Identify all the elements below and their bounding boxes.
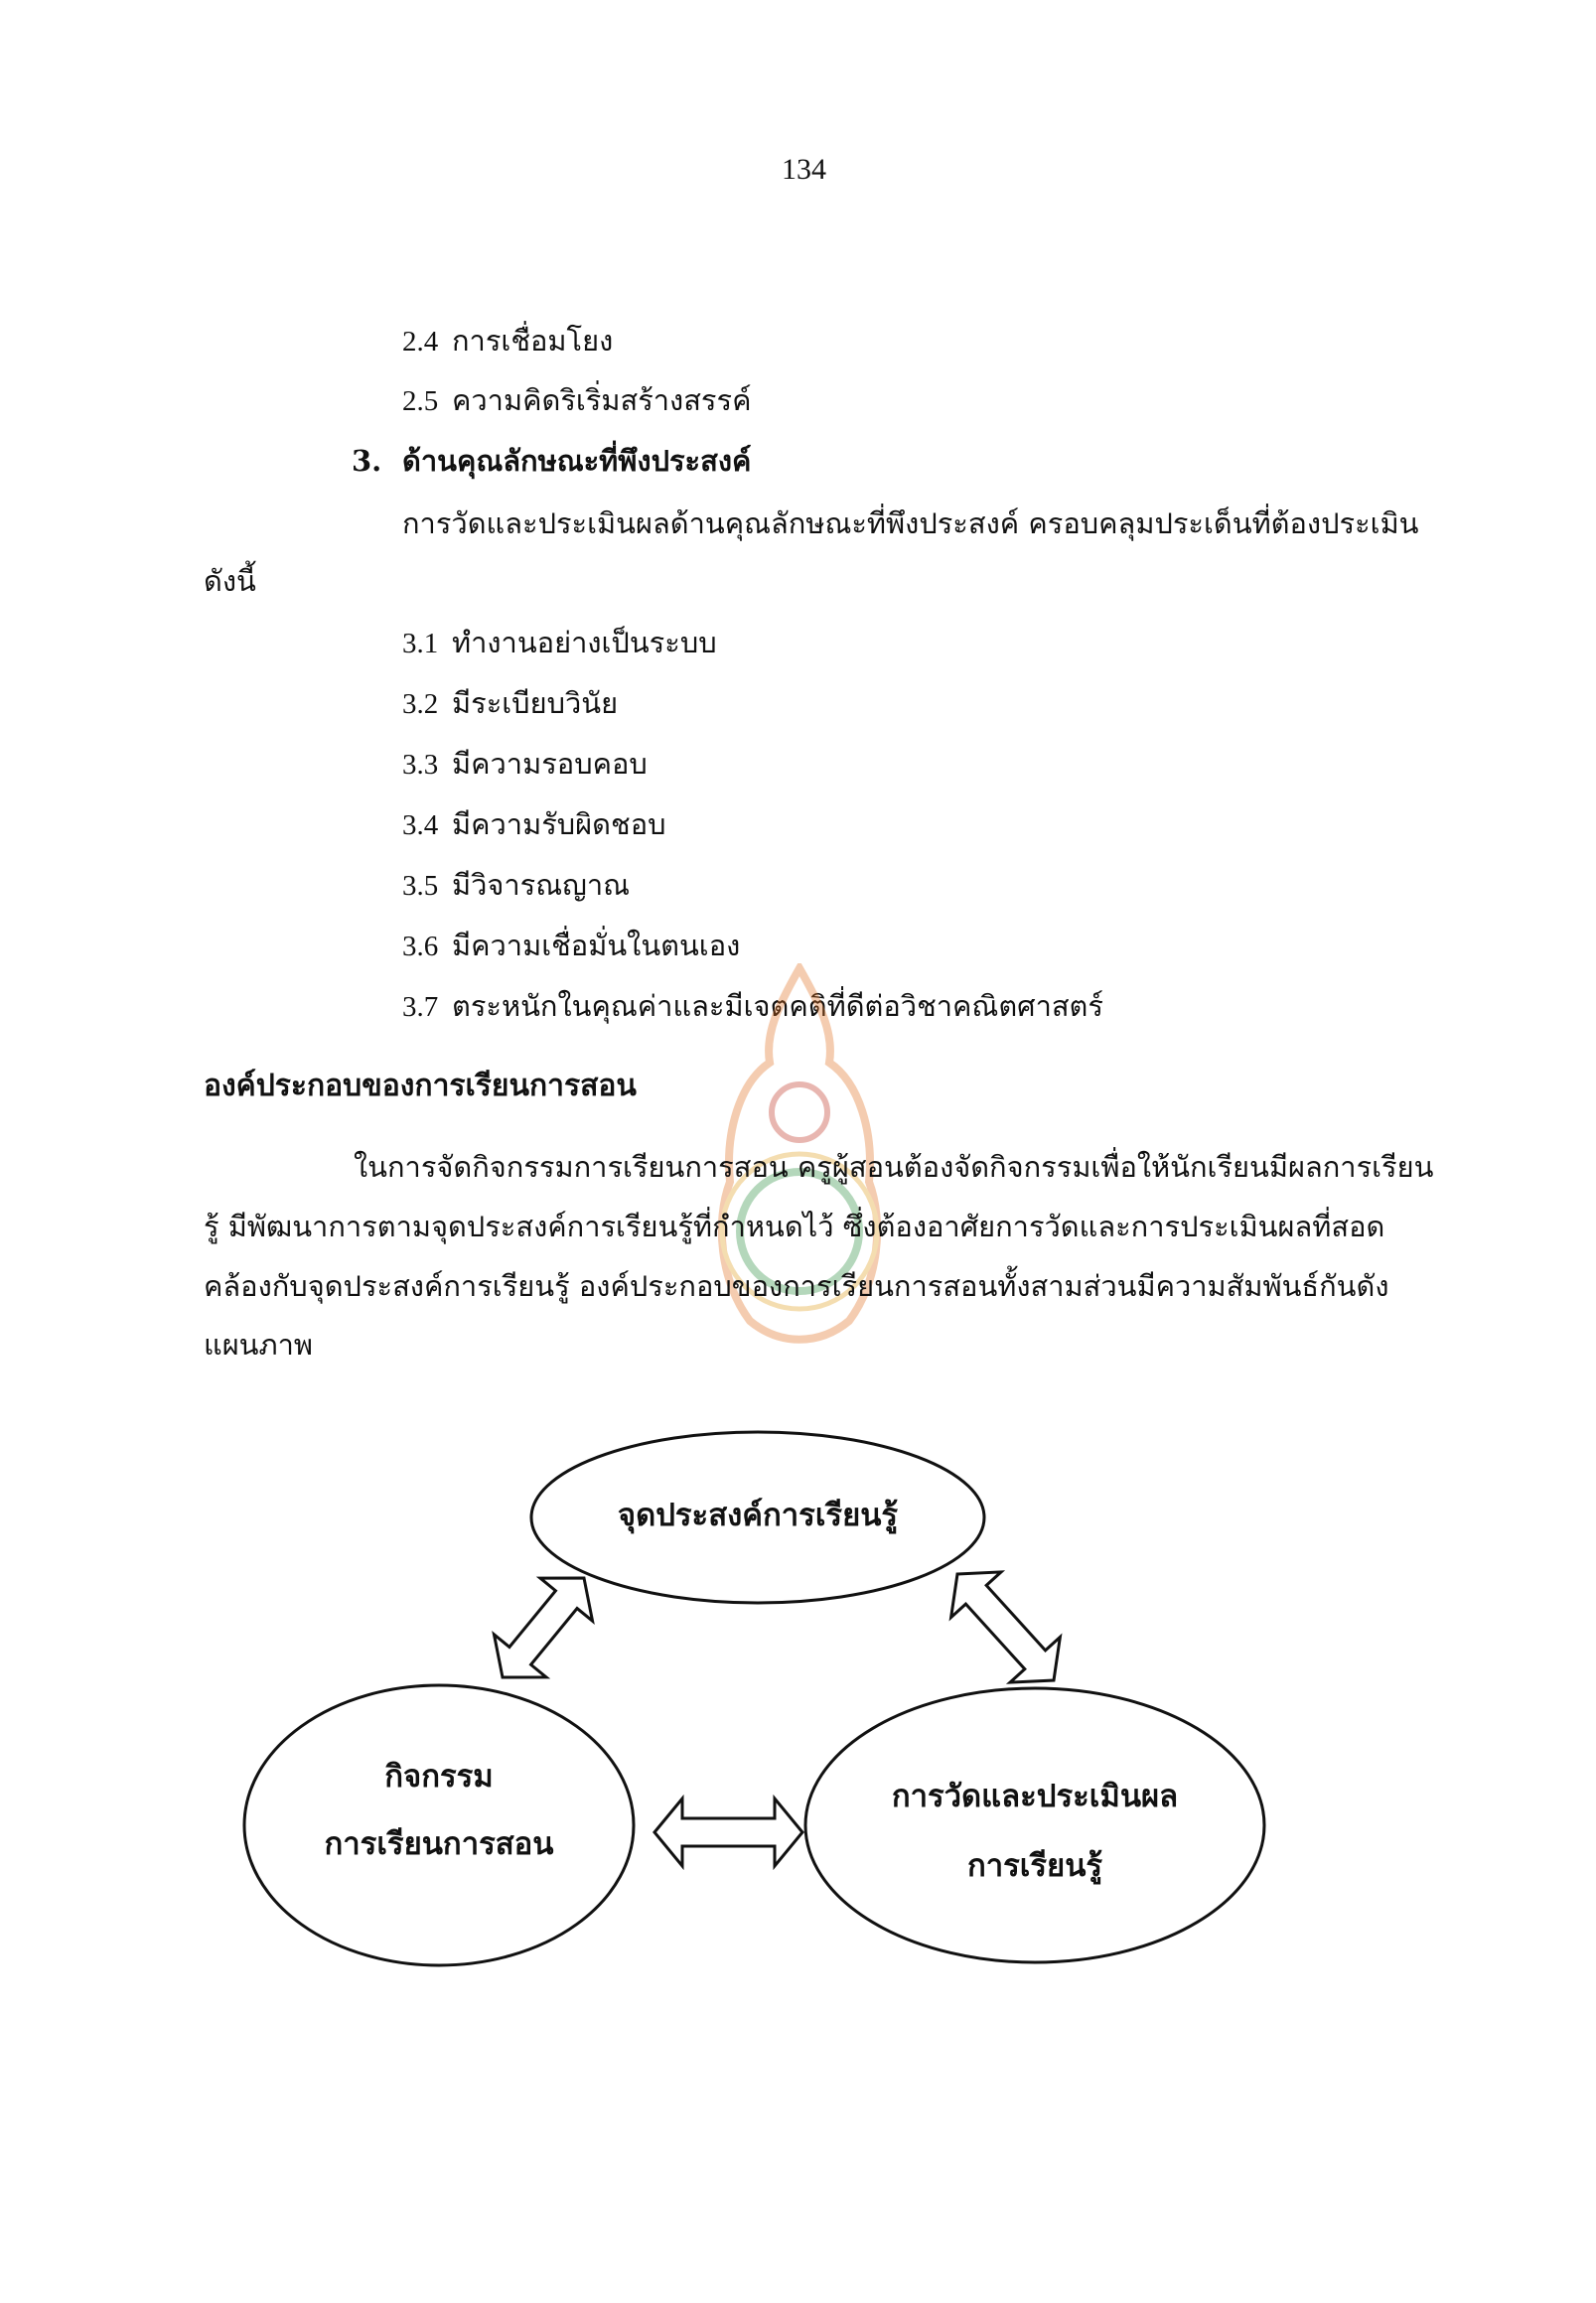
item-number: 2.4: [402, 326, 439, 358]
activities-label-line1: กิจกรรม: [384, 1759, 494, 1795]
list-item: 3.5 มีวิจารณญาณ: [402, 867, 630, 904]
watermark-seal: [717, 963, 882, 1344]
item-text: ทำงานอย่างเป็นระบบ: [452, 626, 717, 659]
item-number: 3.1: [402, 628, 439, 659]
item-number: 2.5: [402, 385, 439, 417]
item-number: 3.6: [402, 931, 439, 962]
objectives-label: จุดประสงค์การเรียนรู้: [617, 1498, 899, 1533]
assessment-label-line1: การวัดและประเมินผล: [891, 1779, 1179, 1814]
paragraph-line: แผนภาพ: [204, 1328, 314, 1362]
list-item: 3.4 มีความรับผิดชอบ: [402, 806, 666, 843]
list-item: 3.6 มีความเชื่อมั่นในตนเอง: [402, 928, 740, 964]
section-number: 3.: [352, 444, 382, 478]
intro-line: การวัดและประเมินผลด้านคุณลักษณะที่พึงประ…: [402, 506, 1419, 540]
item-text: มีวิจารณญาณ: [452, 868, 631, 902]
list-item: 2.4 การเชื่อมโยง: [402, 323, 613, 360]
assessment-ellipse: [803, 1686, 1266, 1964]
list-item: 3.2 มีระเบียบวินัย: [402, 685, 618, 722]
list-item: 3.7 ตระหนักในคุณค่าและมีเจตคติที่ดีต่อวิช…: [402, 988, 1103, 1025]
item-text: มีความเชื่อมั่นในตนเอง: [452, 929, 741, 962]
paragraph-line: คล้องกับจุดประสงค์การเรียนรู้ องค์ประกอบ…: [204, 1269, 1389, 1303]
page-number: 134: [782, 153, 826, 186]
list-item: 3.1 ทำงานอย่างเป็นระบบ: [402, 625, 717, 661]
activities-label-line2: การเรียนการสอน: [324, 1826, 554, 1862]
arrow-activities-objectives-icon: [492, 1576, 595, 1679]
item-number: 3.3: [402, 749, 439, 781]
assessment-label-line2: การเรียนรู้: [966, 1848, 1103, 1884]
paragraph-line: รู้ มีพัฒนาการตามจุดประสงค์การเรียนรู้ที…: [204, 1210, 1385, 1243]
components-heading: องค์ประกอบของการเรียนการสอน: [204, 1069, 637, 1103]
section-title: ด้านคุณลักษณะที่พึงประสงค์: [402, 444, 752, 478]
section-heading: 3. ด้านคุณลักษณะที่พึงประสงค์: [352, 443, 751, 479]
item-number: 3.4: [402, 809, 439, 841]
activities-ellipse: [242, 1683, 636, 1967]
arrow-activities-assessment-icon: [653, 1794, 804, 1871]
item-text: ตระหนักในคุณค่าและมีเจตคติที่ดีต่อวิชาคณ…: [452, 989, 1103, 1023]
intro-line: ดังนี้: [204, 564, 256, 598]
paragraph-line: ในการจัดกิจกรรมการเรียนการสอน ครูผู้สอนต…: [354, 1150, 1434, 1184]
list-item: 3.3 มีความรอบคอบ: [402, 746, 648, 783]
item-number: 3.5: [402, 870, 439, 902]
list-item: 2.5 ความคิดริเริ่มสร้างสรรค์: [402, 382, 751, 419]
item-text: มีความรับผิดชอบ: [452, 807, 666, 841]
item-text: การเชื่อมโยง: [452, 324, 614, 358]
item-number: 3.2: [402, 688, 439, 720]
item-number: 3.7: [402, 991, 439, 1023]
item-text: ความคิดริเริ่มสร้างสรรค์: [452, 383, 752, 417]
arrow-objectives-assessment-icon: [948, 1570, 1063, 1684]
objectives-ellipse: [529, 1430, 986, 1605]
item-text: มีความรอบคอบ: [452, 747, 648, 781]
item-text: มีระเบียบวินัย: [452, 686, 619, 720]
